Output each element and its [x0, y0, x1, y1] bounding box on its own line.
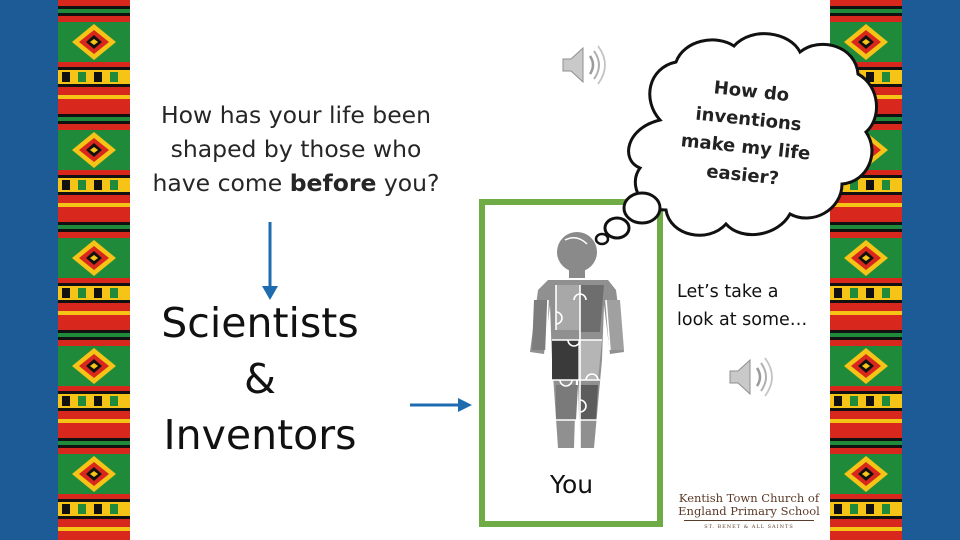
question-line-3-end: you?: [376, 169, 440, 197]
prompt-text: Let’s take a look at some…: [677, 278, 837, 334]
school-logo: Kentish Town Church of England Primary S…: [676, 491, 822, 531]
right-arrow-icon: [410, 398, 472, 412]
right-blue-border: [902, 0, 960, 540]
scientists-inventors-title: Scientists & Inventors: [140, 295, 380, 463]
speaker-icon[interactable]: [729, 357, 773, 397]
you-label: You: [550, 470, 594, 499]
question-emphasis: before: [289, 169, 377, 197]
thought-bubble: [594, 32, 878, 246]
title-line-3: Inventors: [163, 411, 357, 459]
question-line-1: How has your life been: [160, 101, 432, 129]
speaker-icon[interactable]: [562, 45, 606, 85]
prompt-line-1: Let’s take a: [677, 282, 779, 302]
down-arrow-icon: [262, 222, 278, 300]
title-line-2: &: [244, 355, 276, 403]
question-line-3: have come before you?: [136, 166, 456, 200]
title-line-1: Scientists: [161, 299, 359, 347]
school-logo-line-3: ST. BENET & ALL SAINTS: [704, 524, 794, 530]
question-text: How has your life been shaped by those w…: [136, 98, 456, 200]
you-frame: [479, 199, 663, 527]
question-line-3-start: have come: [152, 169, 290, 197]
prompt-line-2: look at some…: [677, 310, 808, 330]
thought-bubble-text: How do inventions make my life easier?: [667, 70, 828, 197]
puzzle-person-icon: [530, 232, 624, 448]
left-blue-border: [0, 0, 58, 540]
school-logo-rule: [684, 520, 814, 521]
school-logo-line-1: Kentish Town Church of: [678, 491, 820, 505]
question-line-2: shaped by those who: [170, 135, 422, 163]
school-logo-line-2: England Primary School: [678, 504, 820, 518]
left-kente-border: [58, 0, 130, 540]
